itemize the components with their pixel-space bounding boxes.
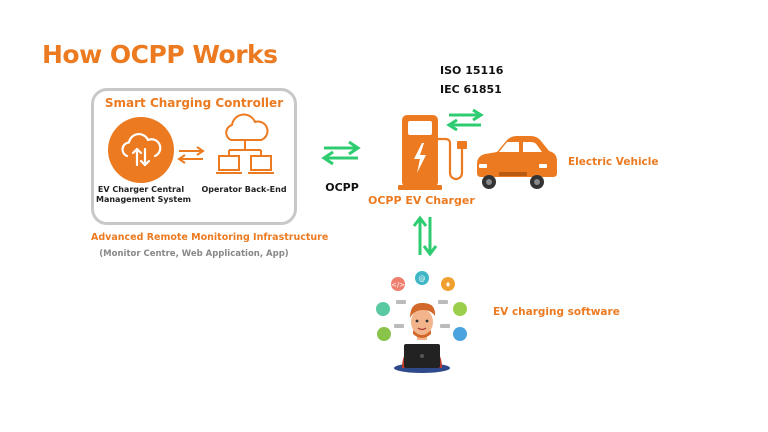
exchange-arrows-icon <box>412 215 438 257</box>
electric-car-icon <box>477 136 557 189</box>
developer-icon: </> @ ♦ <box>376 271 467 373</box>
cloud-upload-download-icon <box>108 117 174 183</box>
svg-text:</>: </> <box>391 281 405 289</box>
central-label-line2: Management System <box>96 195 191 204</box>
infrastructure-subtitle: (Monitor Centre, Web Application, App) <box>99 249 289 259</box>
software-label: EV charging software <box>493 306 620 318</box>
svg-text:♦: ♦ <box>445 281 451 289</box>
exchange-arrows-icon <box>446 108 484 132</box>
cloud-network-icon <box>216 113 274 174</box>
vehicle-label: Electric Vehicle <box>568 156 659 168</box>
ev-charger-icon <box>398 115 467 190</box>
exchange-arrows-icon <box>321 140 361 166</box>
charger-label: OCPP EV Charger <box>368 194 475 207</box>
backend-label: Operator Back-End <box>201 185 287 194</box>
controller-title: Smart Charging Controller <box>104 96 284 110</box>
page-title: How OCPP Works <box>42 40 278 69</box>
infrastructure-title: Advanced Remote Monitoring Infrastructur… <box>91 232 329 243</box>
central-label-line1: EV Charger Central <box>97 185 185 194</box>
exchange-arrows-icon <box>177 146 205 164</box>
standard-iso: ISO 15116 <box>440 64 504 77</box>
svg-text:@: @ <box>419 275 426 283</box>
standard-iec: IEC 61851 <box>440 83 502 96</box>
central-management-label: EV Charger Central Management System <box>96 185 191 205</box>
ocpp-label: OCPP <box>325 181 359 194</box>
